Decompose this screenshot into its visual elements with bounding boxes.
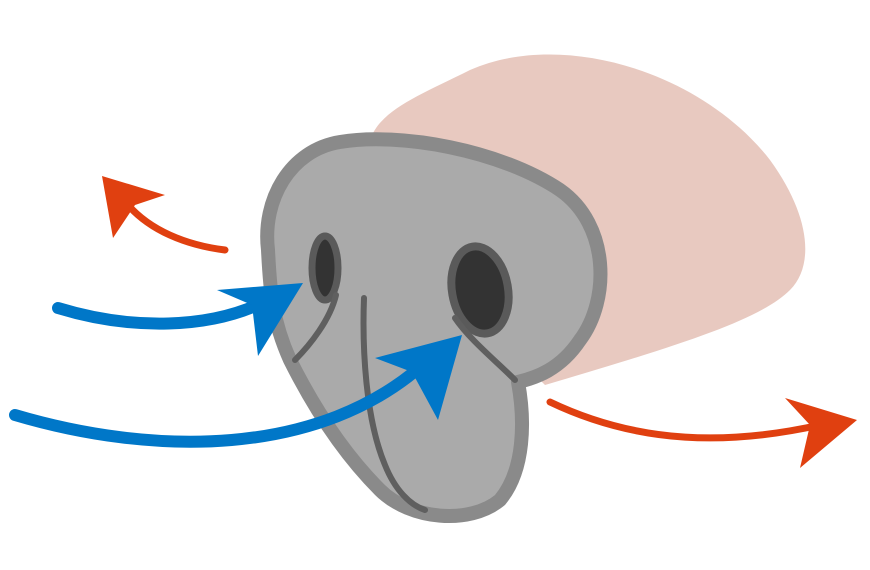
inflow-arrow-lower (9, 354, 434, 448)
outflow-arrowhead-right (785, 398, 857, 468)
outflow-arrowhead-left (102, 176, 165, 238)
left-nostril (308, 232, 342, 304)
inflow-arrowhead-upper (217, 283, 303, 356)
outflow-arrow-left (124, 201, 229, 254)
inflow-arrow-upper (52, 294, 274, 330)
left-alar-crease (292, 292, 339, 363)
columella-crease (360, 295, 428, 513)
right-nostril (447, 242, 513, 338)
outflow-arrow-right (546, 398, 824, 442)
right-alar-crease (452, 315, 518, 383)
inflow-arrowhead-lower (375, 335, 462, 420)
nose (260, 132, 608, 523)
